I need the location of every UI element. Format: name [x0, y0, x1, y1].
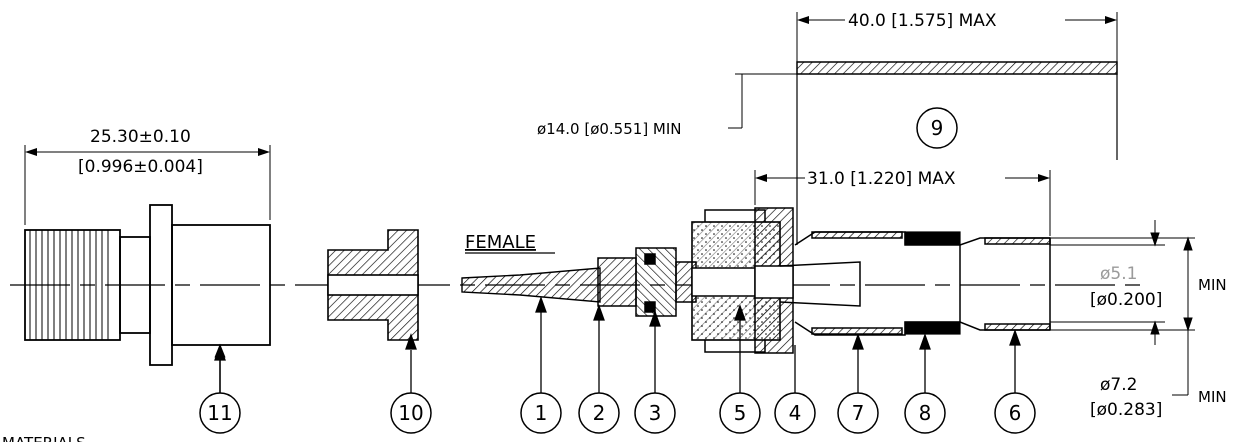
- balloon-group: [199, 107, 1036, 434]
- svg-text:31.0 [1.220] MAX: 31.0 [1.220] MAX: [807, 169, 956, 189]
- svg-text:3: 3: [649, 401, 662, 425]
- svg-text:1: 1: [535, 401, 548, 425]
- dim-boot-diameter: ø14.0 [ø0.551] MIN: [537, 73, 797, 138]
- svg-text:6: 6: [1009, 401, 1022, 425]
- dim-cable-diameters: [1050, 220, 1195, 396]
- svg-text:MIN: MIN: [1198, 276, 1227, 294]
- svg-text:8: 8: [919, 401, 932, 425]
- svg-text:10: 10: [398, 401, 423, 425]
- balloon-8: [904, 392, 946, 434]
- svg-text:11: 11: [207, 401, 232, 425]
- balloon-5: [719, 392, 761, 434]
- part-8-seal: [904, 231, 961, 335]
- dim-overall-length: 25.30±0.10 [0.996±0.004]: [24, 127, 271, 225]
- svg-text:[0.996±0.004]: [0.996±0.004]: [78, 157, 203, 177]
- svg-text:40.0 [1.575] MAX: 40.0 [1.575] MAX: [848, 11, 997, 31]
- part-7-crimp-sleeve: [794, 231, 1051, 336]
- part-10-insulator: [327, 229, 419, 341]
- svg-text:ø14.0 [ø0.551] MIN: ø14.0 [ø0.551] MIN: [537, 120, 682, 138]
- svg-text:ø7.2: ø7.2: [1100, 375, 1137, 395]
- svg-text:9: 9: [931, 116, 944, 140]
- svg-text:[ø0.200]: [ø0.200]: [1090, 290, 1162, 310]
- svg-text:MIN: MIN: [1198, 388, 1227, 406]
- dim-boot-length: 40.0 [1.575] MAX: [796, 11, 1118, 62]
- contact-type-label: FEMALE: [465, 232, 536, 253]
- svg-text:4: 4: [789, 401, 802, 425]
- balloon-6: [994, 392, 1036, 434]
- part-2-ferrule: [597, 247, 697, 317]
- dim-crimp-length: 31.0 [1.220] MAX: [754, 169, 1051, 236]
- part-4-flange: [754, 207, 861, 354]
- materials-heading: MATERIALS: [2, 434, 86, 442]
- balloon-4: [774, 392, 816, 434]
- balloon-7: [837, 392, 879, 434]
- svg-text:2: 2: [593, 401, 606, 425]
- svg-text:[ø0.283]: [ø0.283]: [1090, 400, 1162, 420]
- svg-text:5: 5: [734, 401, 747, 425]
- balloon-3: [634, 392, 676, 434]
- balloon-11: [199, 392, 241, 434]
- part-1-contact: [461, 267, 601, 303]
- part-9-heat-shrink: [796, 61, 1118, 245]
- svg-text:7: 7: [852, 401, 865, 425]
- balloon-2: [578, 392, 620, 434]
- balloon-9: [916, 107, 958, 149]
- svg-text:ø5.1: ø5.1: [1100, 264, 1137, 284]
- balloon-1: [520, 392, 562, 434]
- balloon-10: [390, 392, 432, 434]
- svg-text:25.30±0.10: 25.30±0.10: [90, 127, 191, 147]
